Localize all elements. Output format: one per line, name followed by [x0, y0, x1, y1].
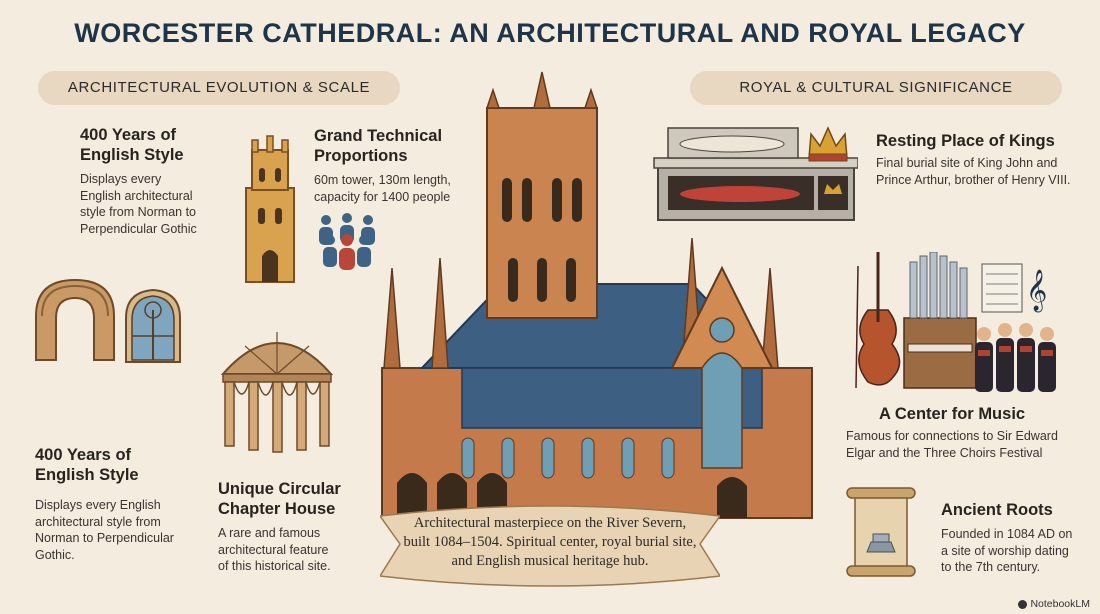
svg-text:𝄞: 𝄞	[1026, 269, 1047, 312]
violin-organ-icon	[855, 252, 977, 389]
card-music: A Center for Music Famous for connection…	[846, 404, 1086, 461]
banner-text: Architectural masterpiece on the River S…	[403, 515, 697, 569]
tower-icon	[245, 135, 295, 283]
card-heading: Ancient Roots	[941, 501, 1053, 519]
banner-ribbon	[380, 505, 720, 587]
royal-tomb-icon	[653, 127, 858, 221]
gothic-window-icon	[125, 288, 181, 363]
card-heading: Resting Place of Kings	[876, 132, 1055, 150]
section-label-architecture: ARCHITECTURAL EVOLUTION & SCALE	[38, 71, 400, 105]
people-capacity-icon	[319, 213, 375, 270]
section-label-royal: ROYAL & CULTURAL SIGNIFICANCE	[690, 71, 1062, 105]
notebooklm-icon	[1018, 599, 1028, 609]
card-kings: Resting Place of Kings Final burial site…	[876, 131, 1091, 188]
card-heading: A Center for Music	[879, 405, 1026, 423]
sheet-music-icon: 𝄞	[981, 263, 1047, 313]
crown-icon	[808, 126, 848, 162]
cathedral-illustration	[381, 71, 813, 519]
footer-brand: NotebookLM	[1018, 598, 1090, 610]
card-body: 60m tower, 130m length,capacity for 1400…	[314, 173, 451, 204]
ancient-scroll-icon	[846, 487, 916, 577]
chapter-house-icon	[220, 332, 334, 453]
norman-arch-icon	[35, 278, 115, 361]
choir-icon	[975, 323, 1056, 392]
page-title: WORCESTER CATHEDRAL: AN ARCHITECTURAL AN…	[74, 18, 1026, 48]
